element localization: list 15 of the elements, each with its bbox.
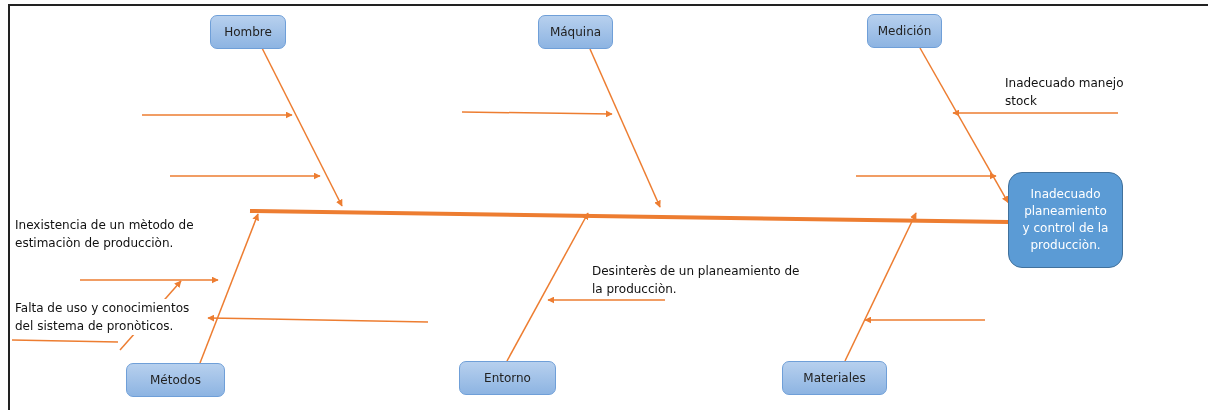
arrow [589,48,661,208]
arrow [261,48,343,207]
category-box: Máquina [538,15,613,49]
category-box: Métodos [126,363,225,397]
category-box: Entorno [459,361,556,395]
arrow [844,212,917,362]
category-box: Hombre [210,15,286,49]
arrow [506,212,589,362]
spine-line [249,209,1009,224]
arrow [199,213,259,364]
effect-box: Inadecuado planeamiento y control de la producciòn. [1008,172,1123,268]
category-box: Materiales [782,361,887,395]
arrow [919,47,1009,204]
category-box: Medición [867,14,942,48]
cause-text: Inexistencia de un mètodo de estimaciòn de producciòn. [15,216,195,252]
